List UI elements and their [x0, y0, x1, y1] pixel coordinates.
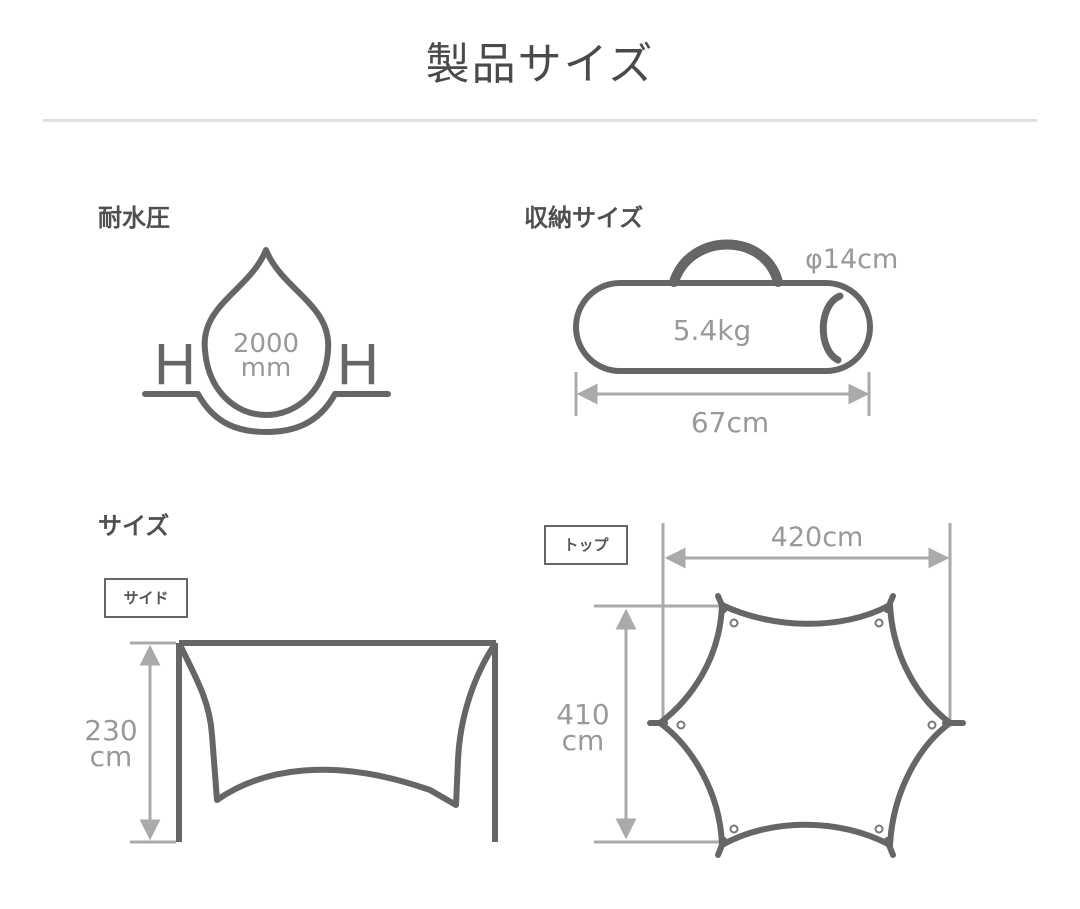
length-dimension — [574, 372, 871, 416]
storage-bag-icon — [573, 239, 873, 374]
side-height-value: 230 — [84, 714, 137, 747]
side-height-unit: cm — [90, 740, 133, 773]
top-depth-unit: cm — [562, 724, 605, 757]
storage-size-label: 収納サイズ — [524, 204, 644, 232]
water-drop-icon — [142, 247, 391, 435]
divider — [43, 119, 1037, 122]
length-text: 67cm — [691, 406, 769, 439]
grommet-icons — [676, 618, 937, 834]
water-pressure-unit: mm — [241, 353, 292, 383]
top-view-hexagon — [647, 593, 966, 858]
weight-text: 5.4kg — [673, 314, 752, 347]
depth-dimension — [594, 604, 722, 844]
top-view-tag: トップ — [544, 525, 628, 565]
top-depth-value: 410 — [556, 698, 609, 731]
h-left-glyph: H — [154, 332, 196, 397]
width-dimension — [661, 523, 952, 722]
h-right-glyph: H — [337, 332, 379, 397]
diameter-text: φ14cm — [805, 244, 898, 275]
water-pressure-label: 耐水圧 — [98, 204, 170, 232]
page-title: 製品サイズ — [425, 39, 655, 90]
size-label: サイズ — [98, 512, 170, 540]
height-dimension — [130, 641, 176, 844]
side-view-tag: サイド — [104, 578, 188, 618]
top-width-text: 420cm — [771, 522, 864, 553]
side-view-drawing — [176, 640, 498, 842]
water-pressure-value: 2000 — [233, 329, 299, 359]
